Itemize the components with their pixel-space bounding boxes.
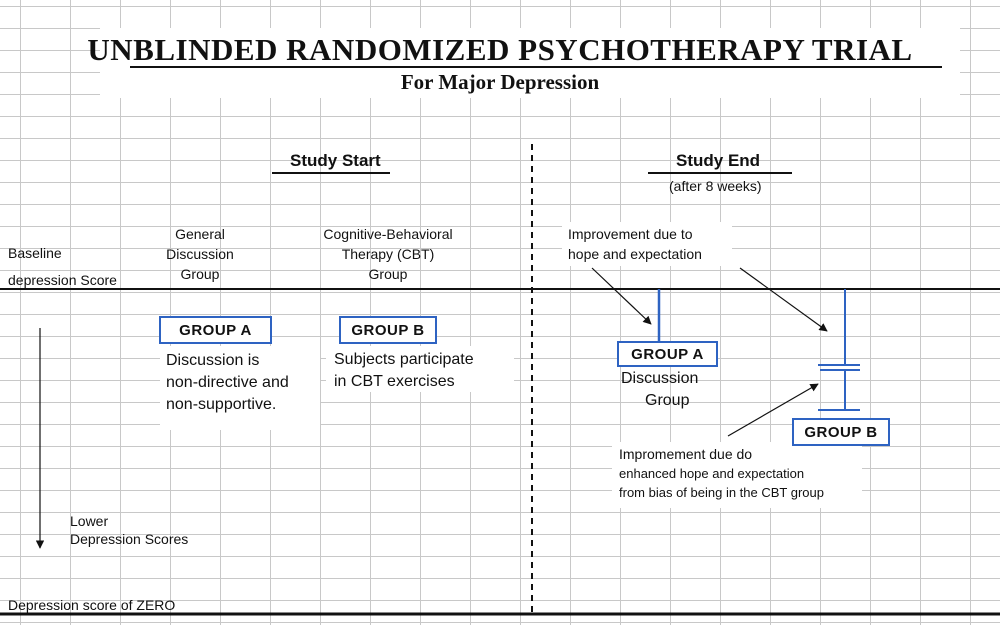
study-start-underline <box>272 172 390 174</box>
group-a-end-box: GROUP A <box>617 341 718 367</box>
group-b-start-box: GROUP B <box>339 316 437 344</box>
zero-score-label: Depression score of ZERO <box>8 597 176 613</box>
hope-arrow-b <box>739 267 828 332</box>
group-a-desc-area <box>160 346 320 430</box>
title-area <box>100 28 960 98</box>
cbt-bias-arrow <box>727 383 819 437</box>
title-underline <box>130 66 942 68</box>
end-group-a-caption: Discussion Group <box>621 370 699 409</box>
page-subtitle: For Major Depression <box>400 70 600 94</box>
group-b-end-box: GROUP B <box>792 418 890 446</box>
hope-arrow-a <box>591 267 652 325</box>
study-end-heading: Study End <box>676 151 761 170</box>
general-discussion-header: General Discussion Group <box>166 226 234 282</box>
annotation-area <box>612 442 862 508</box>
group-b-desc-area <box>326 346 514 392</box>
study-end-note: (after 8 weeks) <box>669 178 762 194</box>
hope-annotation: Improvement due to hope and expectation <box>568 226 702 262</box>
page-title: UNBLINDED RANDOMIZED PSYCHOTHERAPY TRIAL <box>87 32 913 67</box>
hope-area <box>562 222 732 266</box>
cbt-bias-annotation: Impromement due do enhanced hope and exp… <box>619 446 824 500</box>
study-end-underline <box>648 172 792 174</box>
lower-scores-label: Depression Scores <box>70 531 189 547</box>
group-b-description: Subjects participate in CBT exercises <box>334 351 474 390</box>
cbt-header: Cognitive-Behavioral Therapy (CBT) Group <box>323 226 453 282</box>
study-start-heading: Study Start <box>290 151 381 170</box>
lower-label: Lower <box>70 513 109 529</box>
baseline-score-label: depression Score <box>8 272 117 288</box>
group-a-description: Discussion is non-directive and non-supp… <box>166 352 289 413</box>
group-a-start-box: GROUP A <box>159 316 272 344</box>
baseline-label: Baseline <box>8 245 62 261</box>
